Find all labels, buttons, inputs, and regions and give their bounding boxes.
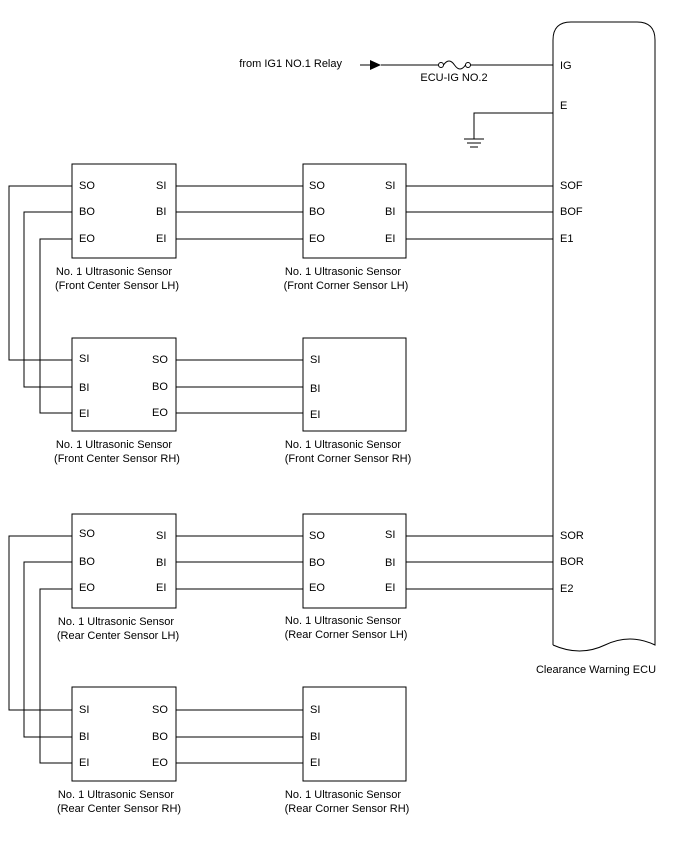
- fuse-label: ECU-IG NO.2: [420, 72, 487, 84]
- sensor-label-line1: No. 1 Ultrasonic Sensor: [285, 615, 401, 627]
- pin-si: SI: [385, 529, 395, 541]
- pin-bo: BO: [152, 731, 168, 743]
- pin-eo: EO: [152, 407, 168, 419]
- pin-si: SI: [156, 180, 166, 192]
- pin-eo: EO: [79, 233, 95, 245]
- pin-si: SI: [310, 354, 320, 366]
- sensor-label-line2: (Front Center Sensor RH): [54, 453, 180, 465]
- pin-so: SO: [309, 530, 325, 542]
- pin-bo: BO: [79, 206, 95, 218]
- sensor-label-line1: No. 1 Ultrasonic Sensor: [56, 266, 172, 278]
- ecu-pin-e1: E1: [560, 233, 573, 245]
- wire-bo-loop: [23, 561, 72, 738]
- pin-bo: BO: [309, 206, 325, 218]
- pin-si: SI: [79, 353, 89, 365]
- wire-eo-loop: [39, 588, 72, 764]
- pin-bi: BI: [385, 557, 395, 569]
- sensor-front-center-lh: [71, 163, 177, 259]
- pin-bi: BI: [79, 382, 89, 394]
- fuse-terminal-right: [465, 62, 471, 68]
- sensor-label-line1: No. 1 Ultrasonic Sensor: [58, 789, 174, 801]
- ecu-pin-sof: SOF: [560, 180, 583, 192]
- ecu-pin-e2: E2: [560, 583, 573, 595]
- pin-bi: BI: [310, 383, 320, 395]
- pin-bi: BI: [156, 557, 166, 569]
- ecu-name: Clearance Warning ECU: [536, 664, 656, 676]
- sensor-rear-corner-rh: [302, 686, 407, 782]
- pin-bo: BO: [309, 557, 325, 569]
- power-arrow-icon: [370, 60, 381, 70]
- ground-wire: [473, 112, 553, 139]
- ecu-pin-bor: BOR: [560, 556, 584, 568]
- sensor-label-line1: No. 1 Ultrasonic Sensor: [285, 266, 401, 278]
- sensor-label-line2: (Front Corner Sensor LH): [284, 280, 409, 292]
- pin-so: SO: [152, 354, 168, 366]
- pin-bi: BI: [156, 206, 166, 218]
- ecu-pin-e: E: [560, 100, 567, 112]
- sensor-rear-center-rh: [71, 686, 177, 782]
- pin-so: SO: [309, 180, 325, 192]
- fuse-icon: [443, 60, 466, 70]
- pin-ei: EI: [385, 233, 395, 245]
- pin-si: SI: [310, 704, 320, 716]
- ecu-pin-bof: BOF: [560, 206, 583, 218]
- pin-ei: EI: [156, 233, 166, 245]
- sensor-label-line2: (Rear Corner Sensor LH): [285, 629, 408, 641]
- pin-si: SI: [79, 704, 89, 716]
- sensor-rear-corner-lh: [302, 513, 407, 609]
- pin-bi: BI: [79, 731, 89, 743]
- wire-eo-loop: [39, 238, 72, 414]
- sensor-label-line1: No. 1 Ultrasonic Sensor: [285, 439, 401, 451]
- sensor-front-center-rh: [71, 337, 177, 432]
- pin-eo: EO: [309, 582, 325, 594]
- pin-ei: EI: [310, 409, 320, 421]
- sensor-front-corner-rh: [302, 337, 407, 432]
- pin-so: SO: [79, 180, 95, 192]
- pin-eo: EO: [309, 233, 325, 245]
- fuse-terminal-left: [438, 62, 444, 68]
- pin-bo: BO: [152, 381, 168, 393]
- sensor-label-line2: (Front Center Sensor LH): [55, 280, 179, 292]
- wire-bo-loop: [23, 211, 72, 388]
- pin-ei: EI: [79, 408, 89, 420]
- sensor-label-line1: No. 1 Ultrasonic Sensor: [285, 789, 401, 801]
- pin-ei: EI: [310, 757, 320, 769]
- sensor-label-line2: (Rear Center Sensor LH): [57, 630, 179, 642]
- ecu-pin-ig: IG: [560, 60, 572, 72]
- sensor-label-line2: (Rear Center Sensor RH): [57, 803, 181, 815]
- ecu-outline: [552, 21, 656, 652]
- sensor-label-line2: (Front Corner Sensor RH): [285, 453, 412, 465]
- power-source-label: from IG1 NO.1 Relay: [239, 58, 342, 70]
- pin-so: SO: [79, 528, 95, 540]
- pin-si: SI: [385, 180, 395, 192]
- sensor-rear-center-lh: [71, 513, 177, 609]
- sensor-label-line1: No. 1 Ultrasonic Sensor: [56, 439, 172, 451]
- sensor-front-corner-lh: [302, 163, 407, 259]
- pin-ei: EI: [79, 757, 89, 769]
- ecu-pin-sor: SOR: [560, 530, 584, 542]
- pin-ei: EI: [156, 582, 166, 594]
- pin-bi: BI: [385, 206, 395, 218]
- pin-bo: BO: [79, 556, 95, 568]
- pin-eo: EO: [79, 582, 95, 594]
- pin-so: SO: [152, 704, 168, 716]
- pin-eo: EO: [152, 757, 168, 769]
- sensor-label-line2: (Rear Corner Sensor RH): [285, 803, 410, 815]
- pin-bi: BI: [310, 731, 320, 743]
- sensor-label-line1: No. 1 Ultrasonic Sensor: [58, 616, 174, 628]
- pin-ei: EI: [385, 582, 395, 594]
- pin-si: SI: [156, 530, 166, 542]
